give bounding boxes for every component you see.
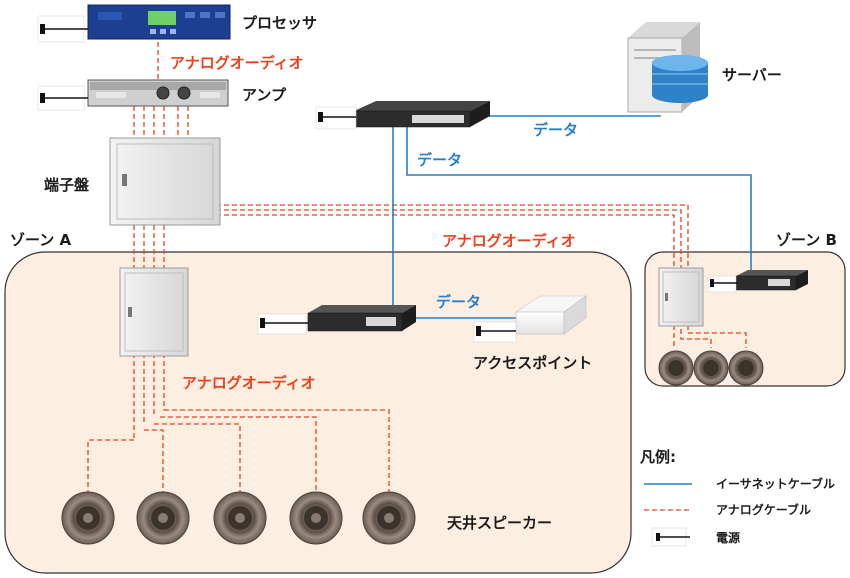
power-plug-icon: [37, 15, 88, 43]
ceiling-speaker-icon: [728, 350, 764, 386]
network-switch-main: [353, 101, 490, 128]
server-label: サーバー: [722, 66, 782, 84]
legend: 凡例: イーサネットケーブル アナログケーブル 電源: [640, 448, 835, 547]
legend-title: 凡例:: [640, 448, 676, 466]
ceiling-speaker-icon: [213, 491, 267, 545]
data-label: データ: [436, 293, 481, 311]
zone-b-cabinet: [658, 267, 704, 327]
access-point-icon: [515, 295, 587, 335]
ceiling-speakers-label: 天井スピーカー: [447, 514, 552, 532]
legend-power-swatch: [651, 527, 690, 547]
ceiling-speaker-icon: [61, 491, 115, 545]
terminal-board-label: 端子盤: [44, 176, 90, 194]
network-switch-zone-a: [307, 305, 416, 332]
power-plug-icon: [315, 106, 357, 130]
power-plug-icon: [707, 275, 738, 293]
access-point-label: アクセスポイント: [473, 354, 592, 372]
legend-power-label: 電源: [716, 530, 740, 545]
ceiling-speaker-icon: [658, 350, 694, 386]
server-icon: [627, 22, 708, 113]
analog-audio-label: アナログオーディオ: [182, 374, 316, 392]
power-plug-icon: [37, 85, 88, 111]
legend-analog-label: アナログケーブル: [716, 502, 811, 517]
zone-a-label: ゾーン A: [10, 231, 71, 249]
data-label: データ: [533, 121, 578, 139]
processor-label: プロセッサ: [242, 14, 317, 32]
ceiling-speaker-icon: [362, 491, 416, 545]
network-switch-zone-b: [735, 270, 808, 291]
zone-b-label: ゾーン B: [776, 231, 837, 249]
ceiling-speaker-icon: [136, 491, 190, 545]
processor-icon: [87, 4, 231, 40]
ceiling-speaker-icon: [289, 491, 343, 545]
amp-icon: [87, 79, 229, 107]
amp-label: アンプ: [242, 86, 287, 104]
data-label: データ: [417, 151, 462, 169]
terminal-board-cabinet: [109, 137, 221, 226]
power-plug-icon: [473, 321, 517, 343]
analog-audio-label: アナログオーディオ: [170, 54, 304, 72]
legend-ethernet-label: イーサネットケーブル: [716, 476, 835, 491]
power-plug-icon: [257, 313, 308, 335]
analog-audio-label: アナログオーディオ: [442, 232, 576, 250]
zone-a-cabinet: [119, 267, 189, 357]
ceiling-speaker-icon: [693, 350, 729, 386]
